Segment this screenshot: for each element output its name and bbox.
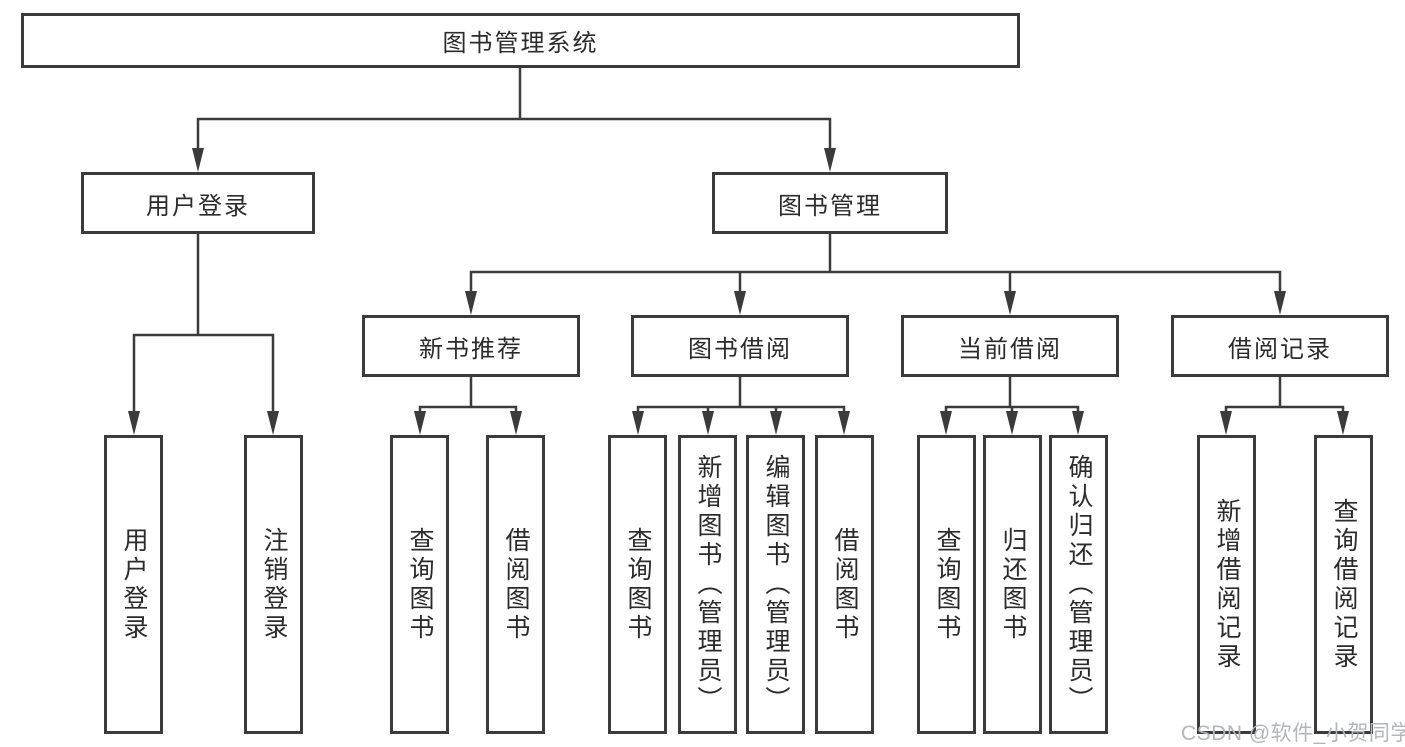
leaf-borrowing-query-books: 查询图书 xyxy=(608,435,667,734)
leaf-current-confirm-return-admin-label: 确认归还（管理员） xyxy=(1065,454,1093,715)
connector-current-to-leaves xyxy=(940,375,1084,435)
leaf-borrowing-edit-book-admin-label: 编辑图书（管理员） xyxy=(762,454,790,715)
leaf-borrowing-add-book-admin: 新增图书（管理员） xyxy=(678,435,737,734)
node-new-book-recommend-label: 新书推荐 xyxy=(419,335,523,363)
node-book-management-label: 图书管理 xyxy=(778,192,882,220)
leaf-current-query-books: 查询图书 xyxy=(917,435,976,734)
leaf-newbooks-borrow-books: 借阅图书 xyxy=(486,435,545,734)
leaf-records-query-record-label: 查询借阅记录 xyxy=(1330,497,1358,672)
connector-records-to-leaves xyxy=(1220,375,1349,435)
node-book-borrowing: 图书借阅 xyxy=(631,315,849,377)
node-new-book-recommend: 新书推荐 xyxy=(362,315,580,377)
leaf-current-return-books-label: 归还图书 xyxy=(999,526,1027,643)
node-book-borrowing-label: 图书借阅 xyxy=(688,335,792,363)
node-book-management: 图书管理 xyxy=(712,172,948,234)
connector-root-to-level2 xyxy=(192,66,836,172)
node-current-borrowing-label: 当前借阅 xyxy=(958,335,1062,363)
leaf-records-add-record-label: 新增借阅记录 xyxy=(1213,497,1241,672)
connector-newbooks-to-leaves xyxy=(414,375,522,435)
connector-borrowing-to-leaves xyxy=(632,375,850,435)
connector-bookmgmt-to-level3 xyxy=(465,232,1286,315)
csdn-watermark: CSDN @软件_小贺同学 xyxy=(1181,722,1405,745)
leaf-records-add-record: 新增借阅记录 xyxy=(1197,435,1256,734)
leaf-current-confirm-return-admin: 确认归还（管理员） xyxy=(1049,435,1108,734)
leaf-borrowing-query-books-label: 查询图书 xyxy=(624,526,652,643)
leaf-borrowing-borrow-books: 借阅图书 xyxy=(815,435,874,734)
leaf-logout-label: 注销登录 xyxy=(260,526,288,643)
leaf-user-login-action: 用户登录 xyxy=(104,435,163,734)
leaf-user-login-action-label: 用户登录 xyxy=(120,526,148,643)
leaf-newbooks-query-books: 查询图书 xyxy=(390,435,449,734)
leaf-current-query-books-label: 查询图书 xyxy=(933,526,961,643)
node-root-label: 图书管理系统 xyxy=(442,30,599,57)
node-current-borrowing: 当前借阅 xyxy=(901,315,1119,377)
leaf-newbooks-query-books-label: 查询图书 xyxy=(406,526,434,643)
node-user-login-label: 用户登录 xyxy=(146,192,250,220)
connector-userlogin-to-leaves xyxy=(128,232,279,435)
node-borrow-records: 借阅记录 xyxy=(1171,315,1389,377)
leaf-borrowing-add-book-admin-label: 新增图书（管理员） xyxy=(694,454,722,715)
leaf-borrowing-edit-book-admin: 编辑图书（管理员） xyxy=(746,435,805,734)
leaf-logout: 注销登录 xyxy=(244,435,303,734)
node-borrow-records-label: 借阅记录 xyxy=(1228,335,1332,363)
leaf-newbooks-borrow-books-label: 借阅图书 xyxy=(502,526,530,643)
leaf-current-return-books: 归还图书 xyxy=(983,435,1042,734)
node-root-library-system: 图书管理系统 xyxy=(21,13,1020,68)
leaf-records-query-record: 查询借阅记录 xyxy=(1314,435,1373,734)
node-user-login: 用户登录 xyxy=(81,172,315,234)
leaf-borrowing-borrow-books-label: 借阅图书 xyxy=(831,526,859,643)
